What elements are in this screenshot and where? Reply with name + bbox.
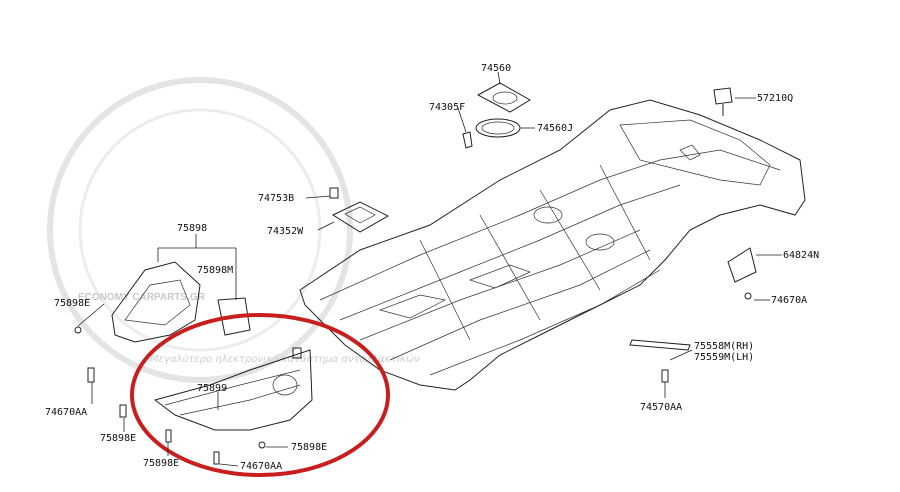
label-74753b: 74753B: [258, 193, 294, 204]
part-75898-cover: [74, 261, 251, 418]
watermark-tagline: Μεγαλύτερο ηλεκτρονικό κατάστημα ανταλλα…: [150, 353, 420, 365]
label-74670aa-left: 74670AA: [45, 407, 87, 418]
part-75899-under-cover: [153, 347, 313, 465]
part-74560-assembly: [462, 82, 531, 149]
label-74305f: 74305F: [429, 102, 465, 113]
label-75558m: 75558M(RH): [694, 341, 754, 352]
label-75898e-right: 75898E: [291, 442, 327, 453]
label-75898e-low: 75898E: [100, 433, 136, 444]
label-74560j: 74560J: [537, 123, 573, 134]
callout-labels: 74560 74305F 74560J 57210Q 74753B 74352W…: [45, 63, 819, 472]
label-64824n: 64824N: [783, 250, 819, 261]
part-74352w-bracket: [329, 187, 390, 233]
floor-pan: [299, 99, 806, 391]
label-75898e-left: 75898E: [54, 298, 90, 309]
label-74560: 74560: [481, 63, 511, 74]
part-64824n-bracket: [727, 247, 757, 300]
highlight-circle: [130, 313, 390, 477]
part-57210q-clip: [713, 87, 733, 116]
label-74570aa: 74570AA: [640, 402, 682, 413]
watermark-brand: ECONOMY CARPARTS.GR: [78, 292, 206, 303]
part-75558m-strip: [629, 339, 691, 383]
label-74670a-right: 74670A: [771, 295, 807, 306]
watermark: ECONOMY CARPARTS.GR Μεγαλύτερο ηλεκτρονι…: [47, 77, 420, 383]
label-75899: 75899: [197, 383, 227, 394]
label-75898: 75898: [177, 223, 207, 234]
label-75898m: 75898M: [197, 265, 233, 276]
label-75559m: 75559M(LH): [694, 352, 754, 363]
leader-lines: [77, 71, 782, 467]
label-74670aa-bottom: 74670AA: [240, 461, 282, 472]
label-57210q: 57210Q: [757, 93, 793, 104]
label-74352w: 74352W: [267, 226, 304, 237]
label-75898e-bottom: 75898E: [143, 458, 179, 469]
